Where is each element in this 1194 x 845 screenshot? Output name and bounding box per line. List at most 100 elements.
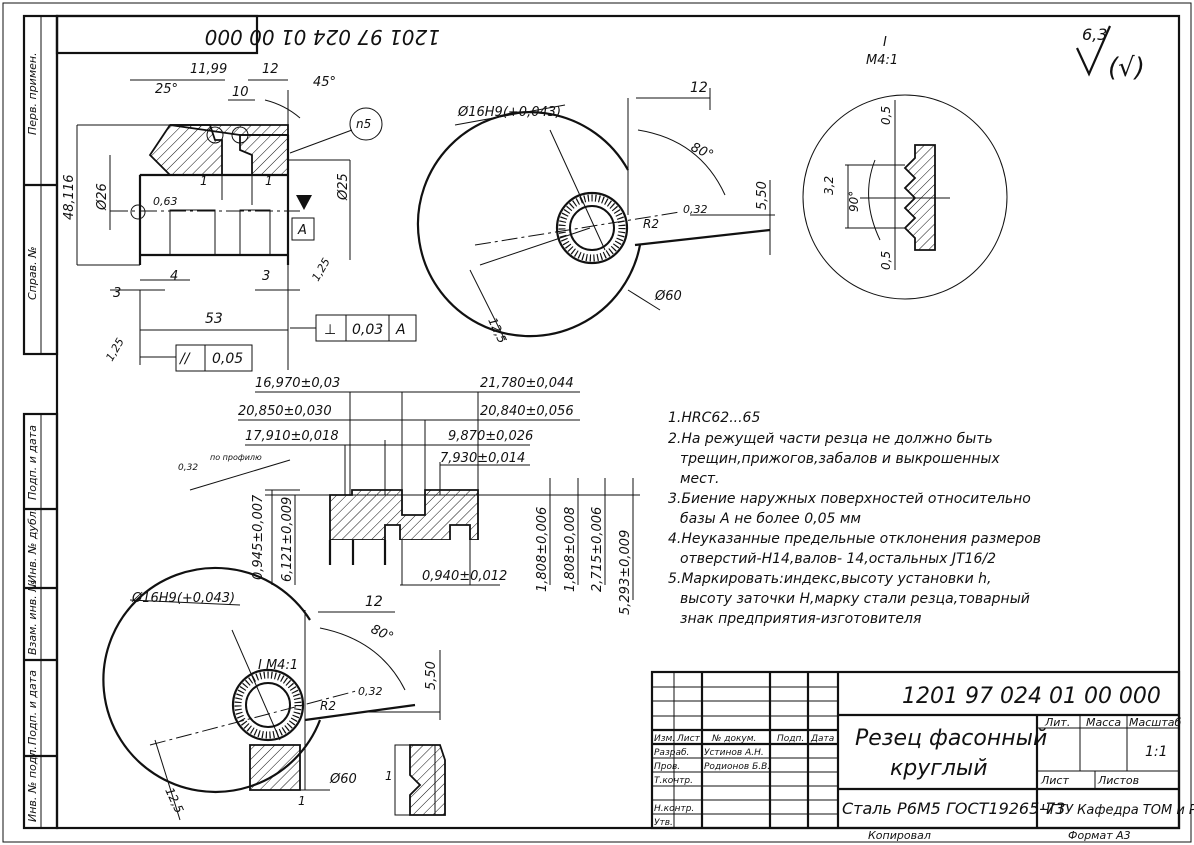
svg-text:0,5: 0,5 — [879, 106, 893, 125]
svg-text:отверстий-Н14,валов- 14,осталь: отверстий-Н14,валов- 14,остальных JT16/2 — [680, 551, 996, 567]
title-org: ЧГТУ Кафедра ТОМ и РЛ — [1041, 803, 1194, 818]
side-view: n5 A 11,99 25° 12 45° 10 0,63 1 1 48,116… — [62, 62, 417, 372]
svg-text:Листов: Листов — [1097, 774, 1139, 787]
svg-text:45°: 45° — [313, 75, 336, 90]
svg-text:М4:1: М4:1 — [866, 53, 898, 68]
tolerance-parallelism: // 0,05 — [140, 344, 253, 372]
title-name-1: Резец фасонный — [855, 726, 1047, 751]
svg-text:0,32: 0,32 — [683, 203, 708, 216]
stamp-inv-podl: Инв. № подл. — [26, 746, 39, 822]
svg-text:знак предприятия-изготовителя: знак предприятия-изготовителя — [680, 611, 921, 627]
svg-text:4: 4 — [170, 269, 178, 284]
svg-text:A: A — [297, 223, 307, 238]
svg-text:Ø16H9(+0,043): Ø16H9(+0,043) — [457, 105, 561, 120]
side-stamp: Перв. примен. Справ. № Подп. и дата Инв.… — [22, 14, 59, 830]
svg-text:48,116: 48,116 — [62, 175, 77, 221]
technical-notes: 1.HRC62...65 2.На режущей части резца не… — [668, 410, 1041, 627]
svg-text:3,2: 3,2 — [822, 176, 836, 195]
svg-text:Пров.: Пров. — [654, 762, 680, 772]
svg-text:Устинов А.Н.: Устинов А.Н. — [704, 748, 764, 758]
svg-text:6,3: 6,3 — [1082, 25, 1107, 44]
svg-text:A: A — [395, 322, 406, 338]
front-view: Ø16H9(+0,043) 12 80° 0,32 5,50 R2 Ø60 12… — [416, 80, 775, 345]
svg-text:53: 53 — [205, 311, 223, 327]
svg-text:n5: n5 — [356, 117, 371, 131]
svg-text:Подп.: Подп. — [777, 734, 804, 744]
svg-text:20,840±0,056: 20,840±0,056 — [480, 404, 574, 419]
svg-text:2.На режущей части резца не до: 2.На режущей части резца не должно быть — [668, 431, 993, 447]
svg-text:80°: 80° — [688, 140, 715, 163]
svg-text:⊥: ⊥ — [324, 322, 336, 338]
profile-view: 16,970±0,03 21,780±0,044 20,850±0,030 20… — [178, 376, 640, 615]
svg-text:5.Маркировать:индекс,высоту ус: 5.Маркировать:индекс,высоту установки h, — [668, 571, 991, 587]
svg-text:1: 1 — [298, 794, 306, 808]
svg-text:Ø60: Ø60 — [654, 289, 682, 304]
svg-text:1: 1 — [385, 769, 393, 783]
svg-text:10: 10 — [232, 85, 249, 100]
svg-text:Лист: Лист — [1040, 774, 1069, 787]
svg-text:1.HRC62...65: 1.HRC62...65 — [668, 410, 760, 426]
svg-text:0,32: 0,32 — [178, 463, 198, 473]
svg-text:высоту заточки Н,марку стали р: высоту заточки Н,марку стали резца,товар… — [680, 591, 1030, 607]
svg-text:12,5: 12,5 — [485, 315, 509, 345]
surface-balloon — [349, 107, 383, 141]
svg-text:(√): (√) — [1108, 53, 1145, 83]
svg-text:0,05: 0,05 — [212, 351, 243, 367]
svg-text:Утв.: Утв. — [654, 818, 673, 828]
svg-text:0,5: 0,5 — [879, 251, 893, 270]
svg-text://: // — [178, 351, 191, 367]
svg-text:Ø25: Ø25 — [336, 173, 351, 201]
svg-text:Масштаб: Масштаб — [1129, 716, 1181, 729]
svg-text:16,970±0,03: 16,970±0,03 — [255, 376, 340, 391]
svg-text:5,50: 5,50 — [424, 661, 439, 690]
svg-text:1: 1 — [200, 174, 208, 188]
roughness-mark: 6,3 (√) — [1076, 25, 1145, 83]
svg-text:I М4:1: I М4:1 — [258, 658, 298, 673]
svg-text:12: 12 — [690, 80, 708, 96]
svg-text:0,63: 0,63 — [153, 195, 178, 208]
title-designation: 1201 97 024 01 00 000 — [902, 684, 1161, 709]
datum-box — [291, 217, 315, 241]
svg-text:1,808±0,006: 1,808±0,006 — [535, 507, 550, 592]
svg-text:0,945±0,007: 0,945±0,007 — [251, 494, 266, 580]
svg-text:25°: 25° — [155, 82, 178, 97]
svg-text:1,25: 1,25 — [103, 336, 127, 364]
svg-text:I: I — [883, 35, 887, 50]
svg-text:7,930±0,014: 7,930±0,014 — [440, 451, 525, 466]
svg-text:9,870±0,026: 9,870±0,026 — [448, 429, 533, 444]
svg-text:Лит.: Лит. — [1044, 716, 1070, 729]
svg-text:1: 1 — [265, 174, 273, 188]
svg-text:4.Неуказанные предельные откло: 4.Неуказанные предельные отклонения разм… — [668, 531, 1041, 547]
svg-text:Лист: Лист — [676, 734, 701, 744]
svg-text:Ø16H9(+0,043): Ø16H9(+0,043) — [131, 591, 235, 606]
title-material: Сталь Р6М5 ГОСТ19265-73 — [842, 799, 1065, 818]
svg-text:3: 3 — [113, 286, 121, 301]
bottom-copied: Копировал — [868, 829, 931, 842]
stamp-vzam-inv: Взам. инв. № — [26, 580, 39, 655]
svg-text:Изм.: Изм. — [654, 734, 675, 744]
svg-text:R2: R2 — [643, 217, 659, 231]
svg-text:12: 12 — [262, 62, 279, 77]
svg-text:Ø60: Ø60 — [329, 772, 357, 787]
svg-text:21,780±0,044: 21,780±0,044 — [480, 376, 574, 391]
svg-text:80°: 80° — [368, 622, 395, 645]
svg-text:0,32: 0,32 — [358, 685, 383, 698]
svg-text:мест.: мест. — [680, 471, 719, 487]
svg-text:17,910±0,018: 17,910±0,018 — [245, 429, 339, 444]
title-name-2: круглый — [890, 756, 988, 781]
bottom-format: Формат А3 — [1068, 829, 1131, 842]
svg-text:0,940±0,012: 0,940±0,012 — [422, 569, 507, 584]
svg-text:5,50: 5,50 — [755, 181, 770, 210]
svg-text:1201 97 024 01 00 000: 1201 97 024 01 00 000 — [205, 25, 440, 49]
tolerance-perpendicularity: ⊥ 0,03 A — [290, 314, 417, 342]
datum-triangle — [296, 195, 312, 210]
svg-text:0,03: 0,03 — [352, 322, 383, 338]
svg-text:5,293±0,009: 5,293±0,009 — [618, 530, 633, 615]
title-block: Изм. Лист № докум. Подп. Дата Разраб. Ус… — [650, 670, 1194, 830]
svg-text:12: 12 — [365, 594, 383, 610]
detail-view: I М4:1 0,5 3,2 90° 0,5 — [802, 35, 1008, 300]
svg-text:Масса: Масса — [1086, 716, 1121, 729]
doc-number-box-top: 1201 97 024 01 00 000 — [55, 14, 440, 55]
svg-text:6,121±0,009: 6,121±0,009 — [280, 497, 295, 582]
